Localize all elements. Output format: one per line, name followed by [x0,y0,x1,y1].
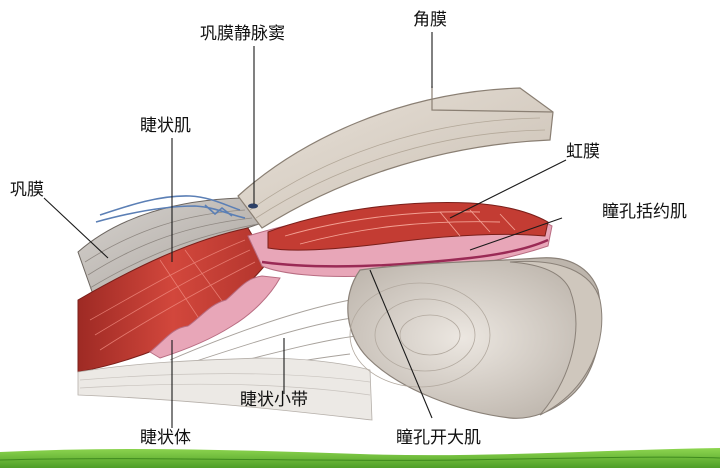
label-zonular-fibers: 睫状小带 [240,390,308,410]
label-sphincter-pupillae: 瞳孔括约肌 [602,202,687,222]
label-cornea: 角膜 [413,10,447,30]
leader-lines [43,32,567,428]
lens-layers [349,282,491,388]
iris-fibers [284,209,516,245]
label-dilator-pupillae: 瞳孔开大肌 [396,428,481,448]
lower-sclera [77,357,373,421]
label-sclera: 巩膜 [10,180,44,200]
leader-sclera [43,197,109,259]
lens-shape [347,257,602,419]
label-scleral-venous-sinus: 巩膜静脉窦 [200,24,285,44]
ciliary-processes [149,275,281,359]
lens-face [509,260,603,416]
grass-strip [0,448,720,468]
venous-vessels [95,195,246,223]
leader-dilator [369,269,433,419]
iris-muscle [267,202,549,251]
cornea-edge [431,86,554,113]
leader-sphincter [469,217,563,251]
leader-iris [449,159,567,219]
dilator-band [261,238,549,268]
label-ciliary-body: 睫状体 [140,428,191,448]
label-iris: 虹膜 [566,142,600,162]
label-ciliary-muscle: 睫状肌 [140,116,191,136]
muscle-fibers [89,239,256,351]
venous-sinus-dot [248,203,258,209]
